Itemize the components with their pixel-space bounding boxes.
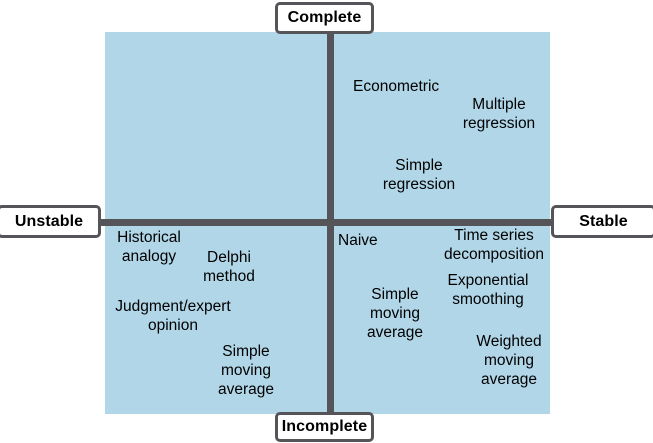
method-label-multiple-regression: Multiple regression: [462, 96, 536, 132]
pole-label-complete: Complete: [275, 2, 374, 34]
pole-label-incomplete: Incomplete: [275, 412, 374, 442]
method-label-simple-moving-average-stable: Simple moving average: [366, 286, 423, 341]
method-label-exponential-smoothing: Exponential smoothing: [447, 272, 529, 308]
method-label-naive: Naive: [338, 232, 378, 249]
method-label-judgment-expert-opinion: Judgment/expert opinion: [115, 298, 231, 334]
method-label-delphi-method: Delphi method: [203, 249, 255, 285]
pole-label-unstable: Unstable: [0, 205, 101, 238]
horizontal-axis-line: [98, 219, 554, 226]
method-label-simple-regression: Simple regression: [382, 157, 456, 193]
pole-label-stable: Stable: [551, 205, 653, 238]
method-label-time-series-decomposition: Time series decomposition: [444, 227, 544, 263]
method-label-simple-moving-average-unstable: Simple moving average: [217, 343, 274, 398]
method-label-econometric: Econometric: [353, 78, 440, 95]
method-label-historical-analogy: Historical analogy: [117, 229, 181, 265]
method-label-weighted-moving-average: Weighted moving average: [476, 333, 542, 388]
